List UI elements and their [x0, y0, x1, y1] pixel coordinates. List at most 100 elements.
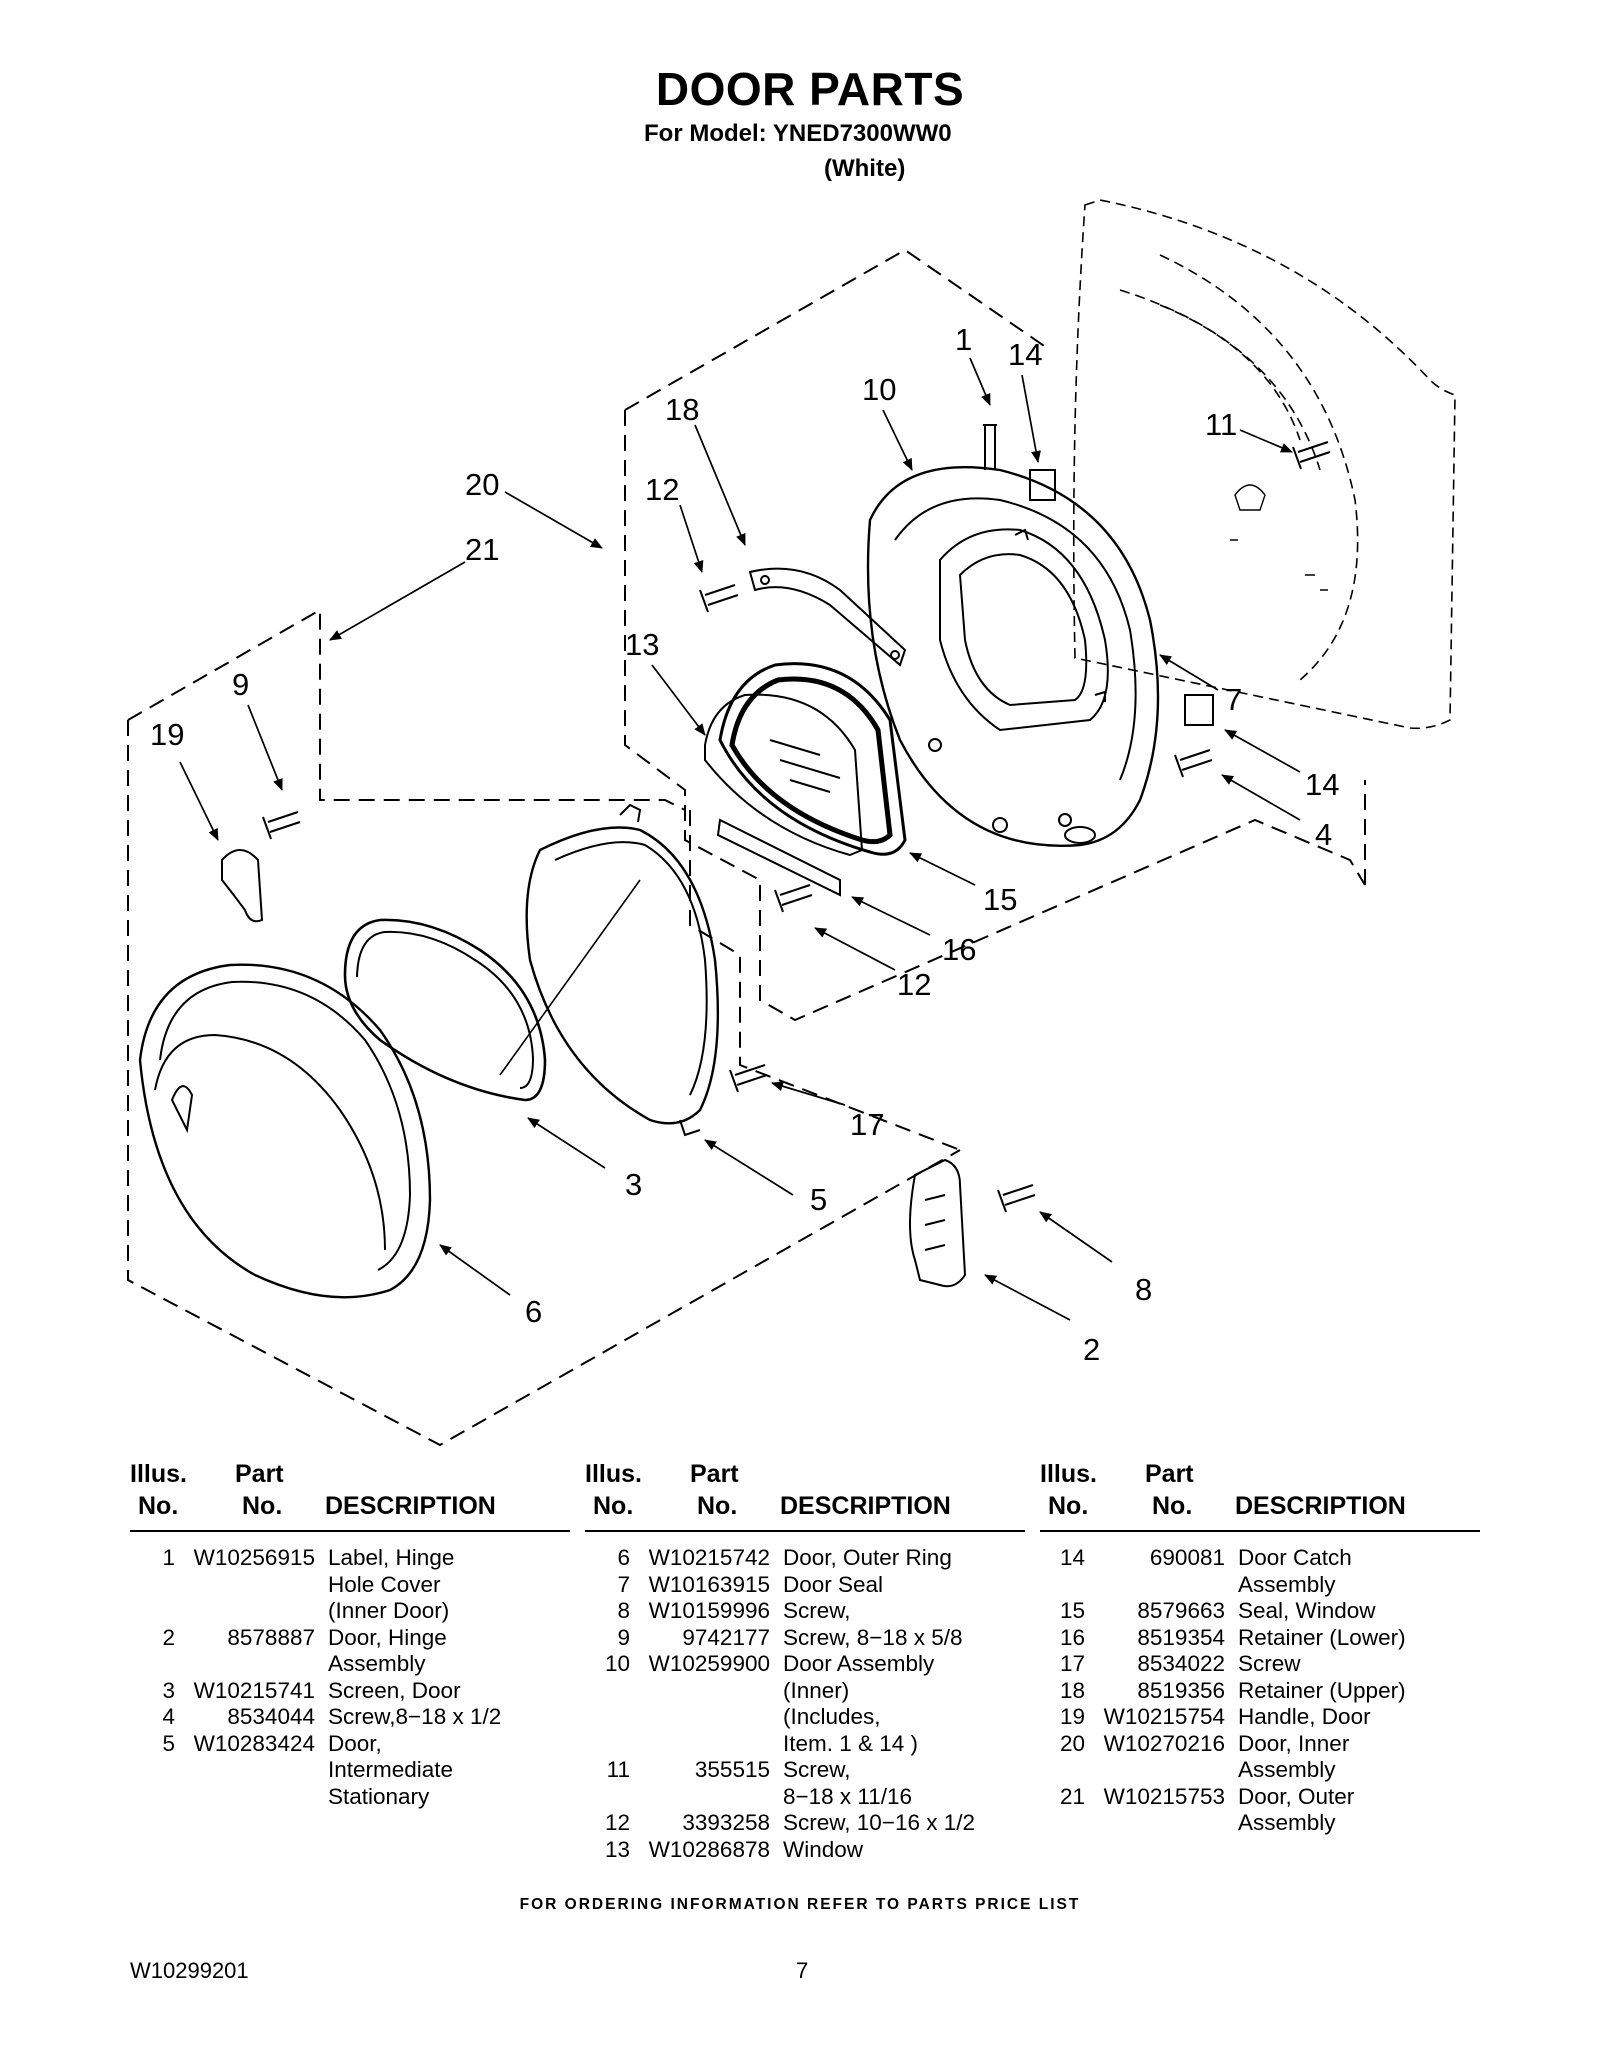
- part-description: Window: [783, 1836, 864, 1862]
- header-part: Part: [1145, 1460, 1194, 1488]
- part-number: W10215742: [648, 1545, 770, 1570]
- retainer-lower: [716, 818, 841, 897]
- part-number: 8578887: [227, 1624, 315, 1650]
- illus-number: 4: [162, 1704, 175, 1729]
- part-number: 8519354: [1137, 1624, 1225, 1650]
- header-part-no: No.: [242, 1492, 283, 1520]
- part-number: W10259900: [648, 1651, 770, 1676]
- illus-number: 16: [1059, 1624, 1085, 1650]
- callout-18: 18: [665, 392, 699, 427]
- window-and-seal: [704, 662, 907, 857]
- illus-number: 19: [1059, 1704, 1085, 1729]
- illus-number: 10: [604, 1651, 630, 1676]
- part-number: W10163915: [648, 1571, 770, 1597]
- illus-number: 5: [162, 1730, 175, 1756]
- part-description: Door, Outer: [1238, 1783, 1355, 1809]
- inner-door-envelope: [624, 248, 1366, 1022]
- cabinet-front-outline: [1072, 199, 1456, 730]
- callout-8: 8: [1135, 1272, 1152, 1307]
- header-illus-no: No.: [138, 1492, 179, 1520]
- part-description: Door, Hinge: [328, 1624, 447, 1650]
- header-description: DESCRIPTION: [1235, 1492, 1406, 1520]
- callout-14-right: 14: [1305, 767, 1339, 802]
- part-number: W10270216: [1103, 1730, 1225, 1756]
- callout-20: 20: [465, 467, 499, 502]
- illus-number: 1: [162, 1545, 175, 1570]
- callout-4: 4: [1315, 817, 1332, 852]
- part-description: Assembly: [328, 1651, 426, 1676]
- illus-number: 15: [1059, 1598, 1085, 1623]
- retainer-upper: [748, 567, 907, 667]
- part-number: W10283424: [193, 1730, 315, 1756]
- header-part: Part: [690, 1460, 739, 1488]
- part-number: W10256915: [193, 1545, 315, 1570]
- part-description: 8−18 x 11/16: [783, 1783, 913, 1809]
- model-color: (White): [824, 155, 906, 182]
- part-number: 8534022: [1137, 1651, 1225, 1676]
- illus-number: 13: [604, 1836, 630, 1862]
- part-description: Screw,8−18 x 1/2: [328, 1704, 502, 1729]
- illus-number: 17: [1059, 1651, 1085, 1676]
- callout-11: 11: [1205, 407, 1237, 442]
- header-illus-no: No.: [593, 1492, 634, 1520]
- header-illus: Illus.: [130, 1460, 187, 1488]
- part-description: Screw, 8−18 x 5/8: [783, 1624, 963, 1650]
- callout-10: 10: [862, 372, 896, 407]
- illus-number: 12: [604, 1810, 630, 1835]
- model-number: For Model: YNED7300WW0: [644, 120, 952, 147]
- part-number: W10215741: [193, 1677, 315, 1703]
- screen-door: [343, 879, 641, 1102]
- page-title: DOOR PARTS: [655, 63, 965, 115]
- header-illus: Illus.: [585, 1460, 642, 1488]
- part-description: Door Catch: [1238, 1545, 1352, 1570]
- part-description: Hole Cover: [328, 1571, 441, 1597]
- door-handle: [221, 849, 264, 923]
- door-catches: [1029, 469, 1214, 726]
- ordering-note: FOR ORDERING INFORMATION REFER TO PARTS …: [519, 1896, 1081, 1913]
- part-number: 8534044: [227, 1704, 315, 1729]
- illus-number: 11: [606, 1757, 630, 1782]
- part-number: 355515: [694, 1757, 770, 1782]
- part-description: Assembly: [1238, 1571, 1336, 1597]
- header-part-no: No.: [1152, 1492, 1193, 1520]
- header-description: DESCRIPTION: [780, 1492, 951, 1520]
- illus-number: 9: [617, 1624, 630, 1650]
- callout-1: 1: [955, 322, 972, 357]
- exploded-parts-diagram: 1 14 10 11 18 12 20 21 13 9 19 7 14 4 15…: [127, 199, 1456, 1447]
- part-description: Item. 1 & 14 ): [783, 1730, 919, 1756]
- part-number: 8519356: [1137, 1677, 1225, 1703]
- part-description: (Inner): [783, 1677, 850, 1703]
- callout-9: 9: [232, 667, 249, 702]
- illus-number: 18: [1059, 1677, 1085, 1703]
- callout-12-mid: 12: [897, 967, 931, 1002]
- callout-13: 13: [625, 627, 659, 662]
- part-description: Stationary: [328, 1783, 430, 1809]
- illus-number: 6: [617, 1545, 630, 1570]
- part-description: Screw, 10−16 x 1/2: [783, 1810, 975, 1835]
- header-part-no: No.: [697, 1492, 738, 1520]
- part-description: Door,: [328, 1730, 382, 1756]
- part-description: Seal, Window: [1238, 1598, 1376, 1623]
- callout-17: 17: [850, 1107, 884, 1142]
- part-number: 690081: [1149, 1545, 1225, 1570]
- illus-number: 14: [1059, 1545, 1085, 1570]
- part-number: 8579663: [1137, 1598, 1225, 1623]
- header-description: DESCRIPTION: [325, 1492, 496, 1520]
- callout-3: 3: [625, 1167, 642, 1202]
- illus-number: 7: [617, 1571, 630, 1597]
- document-number: W10299201: [130, 1958, 249, 1983]
- part-number: W10286878: [648, 1836, 770, 1862]
- header-rule: [1040, 1530, 1480, 1532]
- header-part: Part: [235, 1460, 284, 1488]
- illus-number: 2: [162, 1624, 175, 1650]
- outer-ring: [138, 963, 432, 1299]
- part-description: Screw: [1238, 1651, 1301, 1676]
- outer-door-envelope: [127, 608, 961, 1447]
- page-number: 7: [796, 1958, 809, 1983]
- intermediate-stationary-door: [525, 803, 720, 1137]
- callout-2: 2: [1083, 1332, 1100, 1367]
- callout-labels: 1 14 10 11 18 12 20 21 13 9 19 7 14 4 15…: [150, 322, 1339, 1367]
- header-illus-no: No.: [1048, 1492, 1089, 1520]
- header-rule: [585, 1530, 1025, 1532]
- part-description: Door Seal: [783, 1571, 884, 1597]
